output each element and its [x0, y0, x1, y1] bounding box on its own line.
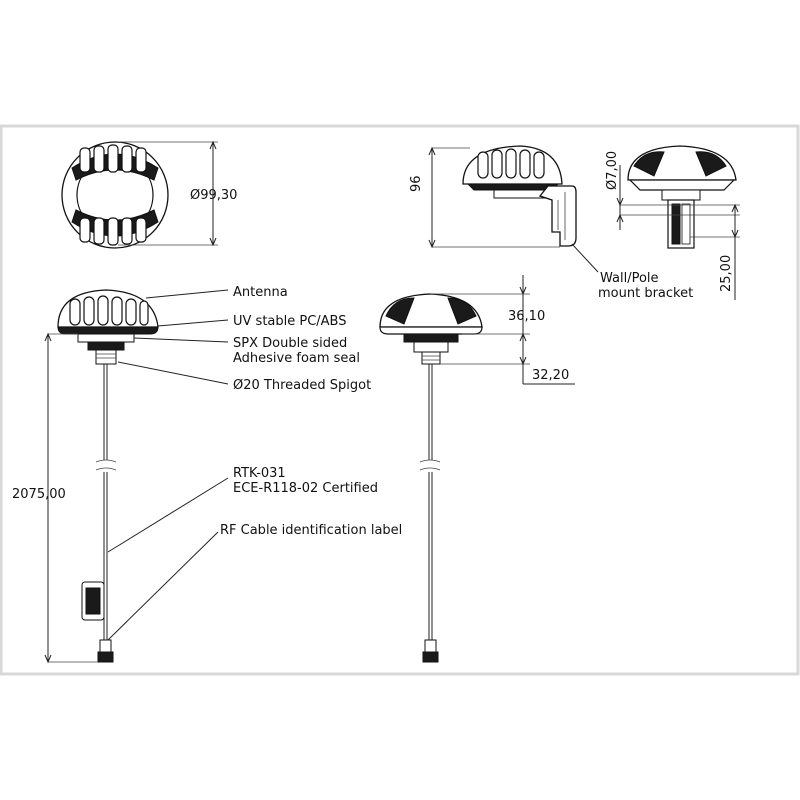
cable-diameter-dimension: Ø7,00 — [605, 151, 620, 190]
cert-callout-line2: ECE-R118-02 Certified — [233, 481, 378, 496]
bracket-label-line2: mount bracket — [598, 286, 693, 301]
seal-callout-line1: SPX Double sided — [233, 336, 347, 351]
bracket-length-dimension: 25,00 — [719, 255, 734, 292]
spigot-length-dimension: 32,20 — [532, 368, 569, 383]
antenna-callout: Antenna — [233, 285, 288, 300]
seal-callout-line2: Adhesive foam seal — [233, 351, 360, 366]
dome-height-dimension: 36,10 — [508, 309, 545, 324]
material-callout: UV stable PC/ABS — [233, 314, 347, 329]
spigot-callout: Ø20 Threaded Spigot — [233, 378, 371, 393]
center-elevation — [379, 275, 575, 663]
height-dimension: 96 — [409, 175, 424, 192]
bracket-label-line1: Wall/Pole — [600, 271, 659, 286]
cable-length-dimension: 2075,00 — [12, 487, 66, 502]
main-elevation — [44, 289, 229, 664]
rf-label-callout: RF Cable identification label — [220, 523, 402, 538]
cert-callout-line1: RTK-031 — [233, 466, 286, 481]
side-view-bracket — [428, 145, 599, 273]
top-view — [61, 140, 218, 249]
section-view — [616, 145, 740, 300]
diameter-dimension: Ø99,30 — [190, 188, 237, 203]
